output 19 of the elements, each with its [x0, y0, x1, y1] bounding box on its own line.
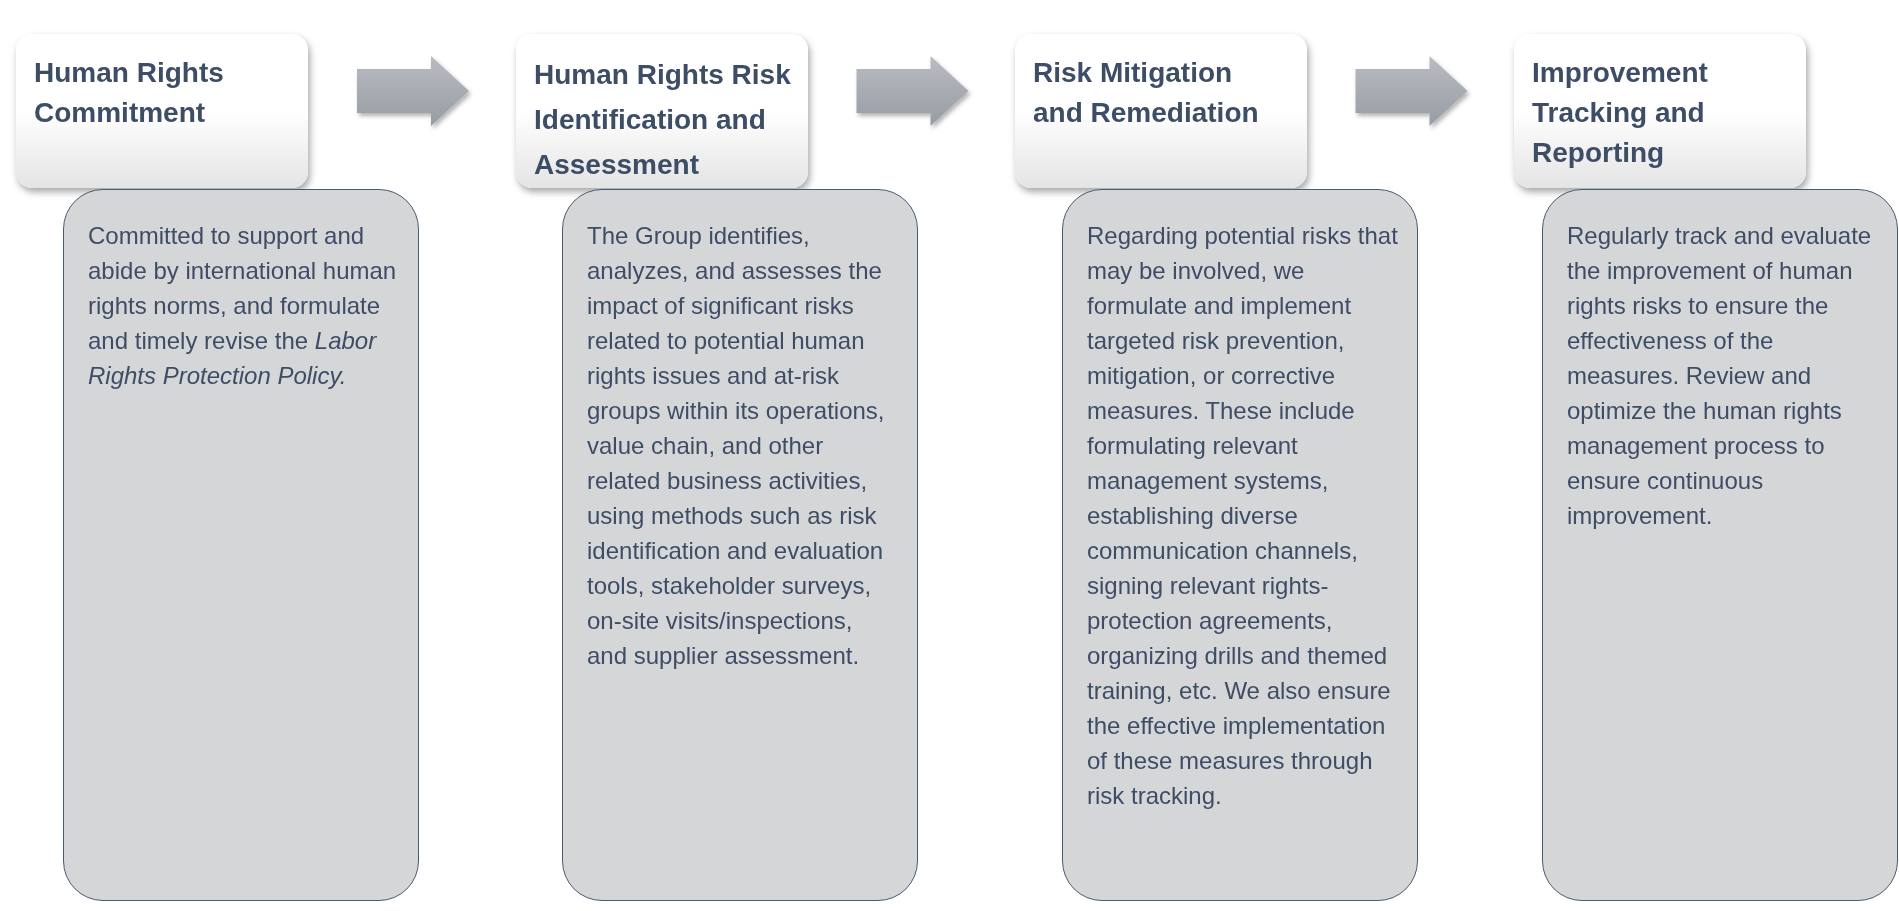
- step-header-card: [516, 34, 808, 188]
- step-header-card: [1015, 34, 1307, 188]
- block-arrow: [357, 56, 469, 126]
- step-title: Improvement Tracking and Reporting: [1532, 56, 1709, 170]
- step-header-card: [1514, 34, 1806, 188]
- block-arrow: [856, 56, 969, 126]
- step-title: Human Rights Risk Identification and Assessment: [534, 58, 792, 182]
- step-header-card: [16, 34, 308, 188]
- step-description: Committed to support and abide by international human rights norms, and formulate and timely revise the Labor Rights Protection Policy.: [88, 221, 398, 391]
- step-description: Regarding potential risks that may be involved, we formulate and implement targeted risk prevention, mitigation, or corrective measures. These include formulating relevant management systems, establishing diverse communication channels, signing relevant rights-protection agreements, organizing drills and themed training, etc. We also ensure the effective implementation of these measures through risk tracking.: [1087, 221, 1399, 811]
- step-description-panel: [1542, 189, 1898, 901]
- step-title: Risk Mitigation and Remediation: [1033, 56, 1260, 130]
- step-description-panel: [1062, 189, 1418, 901]
- step-description-panel: [63, 189, 419, 901]
- step-title: Human Rights Commitment: [34, 56, 225, 130]
- step-description-panel: [562, 189, 918, 901]
- block-arrow: [1355, 56, 1468, 126]
- step-description: Regularly track and evaluate the improvement of human rights risks to ensure the effectiveness of the measures. Review and optimize the human rights management process to ensure continuous improvement.: [1567, 221, 1873, 531]
- step-description: The Group identifies, analyzes, and assesses the impact of significant risks related to potential human rights issues and at-risk groups within its operations, value chain, and other related business activities, using methods such as risk identification and evaluation tools, stakeholder surveys, on-site visits/inspections, and supplier assessment.: [587, 221, 886, 671]
